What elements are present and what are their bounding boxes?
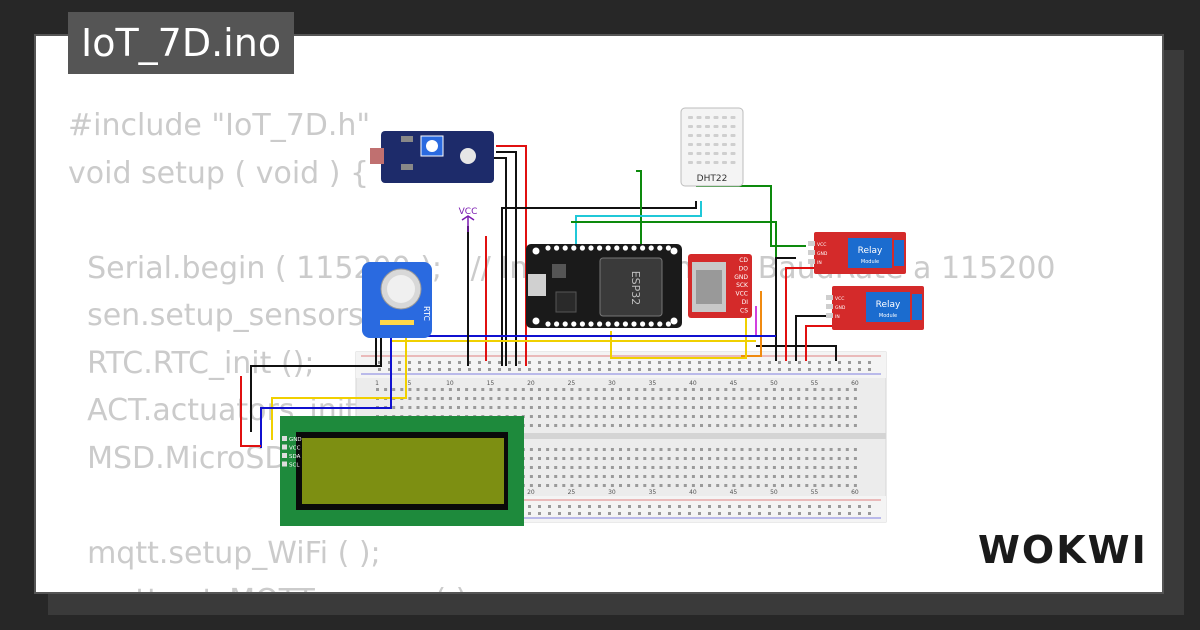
breadboard-col-number: 55 [811,489,819,496]
breadboard-col-number: 30 [608,489,616,496]
svg-text:Relay: Relay [858,246,883,256]
breadboard-col-number: 50 [770,380,778,387]
lcd-pin-label: VCC [289,446,301,452]
relay-pin-label: VCC [835,296,844,302]
dht22-label: DHT22 [697,174,728,184]
breadboard-col-number: 25 [568,380,576,387]
lcd-pin-label: GND [289,437,302,443]
lcd-pin-label: SCL [289,463,300,469]
breadboard-col-number: 10 [446,380,454,387]
breadboard-col-number: 30 [608,380,616,387]
relay-module-2: Relay Module VCC GND IN [826,286,924,330]
svg-text:VCC: VCC [459,207,478,217]
code-line: RTC.RTC_init (); [68,345,315,381]
project-title: IoT_7D.ino [68,12,295,74]
rtc-label: RTC [422,306,431,321]
relay-pin-label: IN [817,260,822,266]
ldr-sensor-module [370,131,494,183]
breadboard-col-number: 60 [851,489,859,496]
dht22-sensor: DHT22 [680,107,744,187]
rtc-module: RTC [362,262,432,338]
breadboard-col-number: 35 [649,489,657,496]
sd-pin-label: GND [734,274,748,281]
breadboard-col-number: 40 [689,489,697,496]
code-preview: #include "IoT_7D.h"void setup ( void ) {… [68,102,1056,592]
sd-pin-label: SCK [736,282,749,289]
breadboard-col-number: 20 [527,380,535,387]
breadboard-col-number: 55 [811,380,819,387]
breadboard-col-number: 45 [730,489,738,496]
sd-pin-label: DO [739,265,749,272]
wokwi-logo: WOKWI [978,528,1148,572]
breadboard-col-number: 35 [649,380,657,387]
sd-pin-label: CD [739,257,748,264]
relay-module-1: Relay Module VCC GND IN [808,232,906,274]
breadboard-col-number: 15 [487,380,495,387]
sd-pin-label: DI [742,299,749,306]
breadboard-col-number: 20 [527,489,535,496]
breadboard-col-number: 40 [689,380,697,387]
esp32-label: ESP32 [629,271,642,306]
relay-pin-label: IN [835,314,840,320]
code-line: #include "IoT_7D.h" [68,108,371,143]
sd-pin-label: VCC [736,291,748,298]
esp32-board: ESP32 [526,244,682,328]
lcd-pin-label: SDA [289,454,301,460]
sd-pin-label: CS [740,307,748,314]
code-line: mqtt.setup_WiFi ( ); [68,535,381,571]
relay-pin-label: GND [835,305,846,311]
breadboard-col-number: 5 [407,380,411,387]
code-line: void setup ( void ) { [68,155,370,191]
breadboard-col-number: 50 [770,489,778,496]
wires [240,145,837,448]
svg-text:Module: Module [861,259,879,265]
svg-text:Relay: Relay [876,300,901,310]
breadboard-col-number: 1 [375,380,379,387]
breadboard-col-number: 45 [730,380,738,387]
breadboard-col-number: 25 [568,489,576,496]
svg-text:Module: Module [879,313,897,319]
vcc-symbol: VCC [459,207,478,232]
relay-pin-label: GND [817,251,828,257]
breadboard-col-number: 60 [851,380,859,387]
lcd-1602-display: GND VCC SDA SCL [280,416,524,526]
relay-pin-label: VCC [817,242,826,248]
project-card[interactable]: #include "IoT_7D.h"void setup ( void ) {… [34,34,1164,594]
code-line: mqtt.set_MQTT_server ( ); [68,577,1056,592]
